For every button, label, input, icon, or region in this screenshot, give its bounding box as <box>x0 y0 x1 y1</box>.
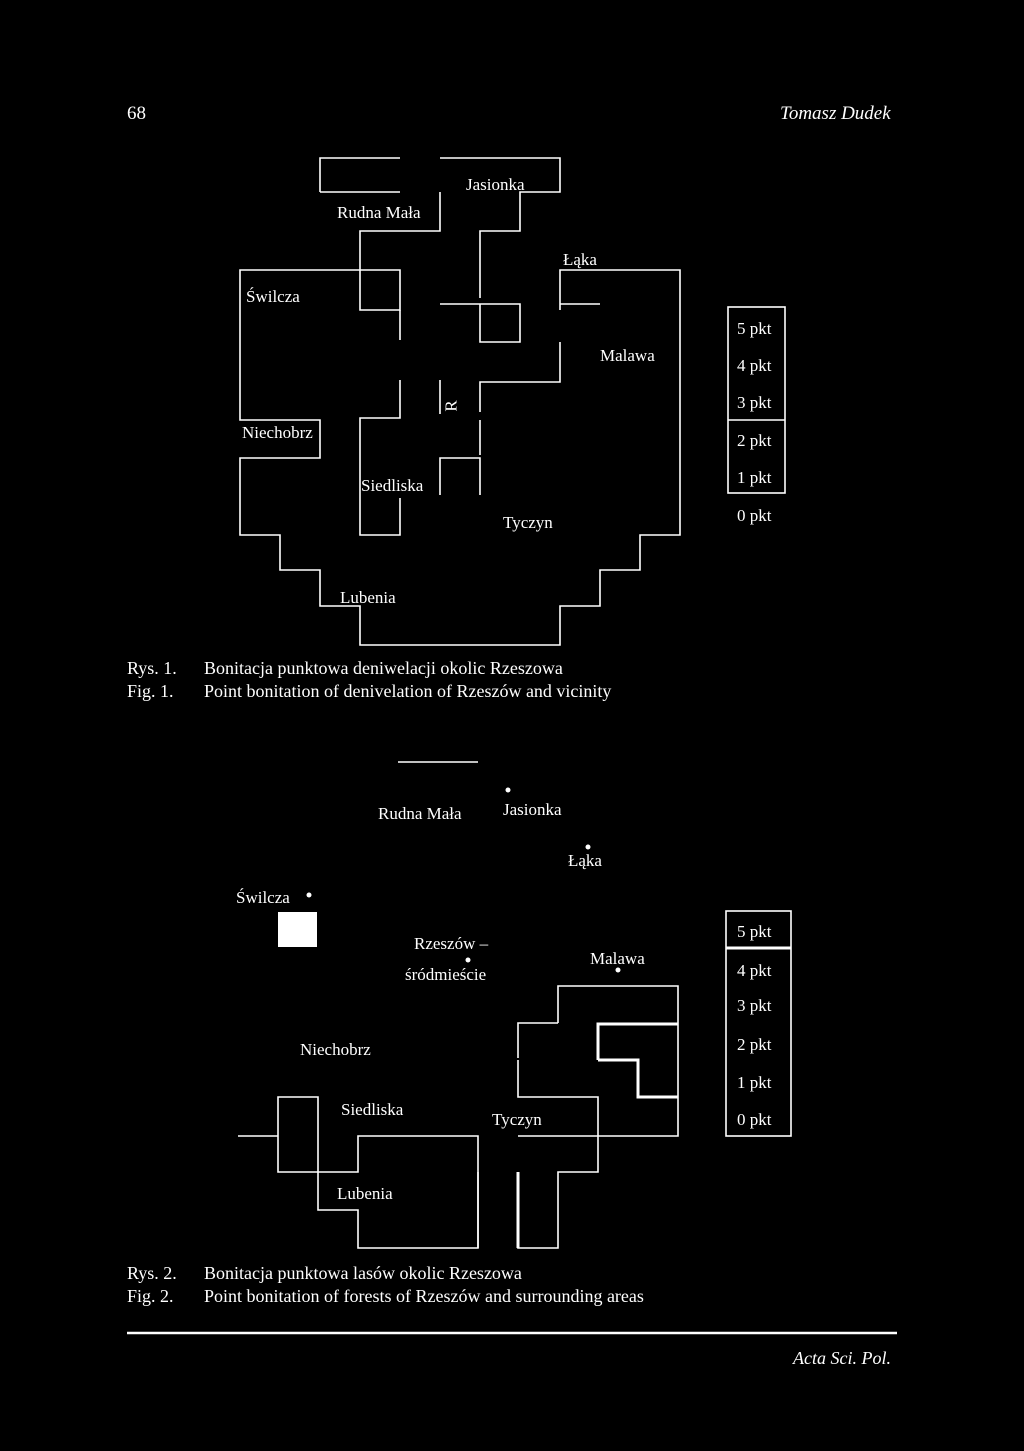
fig1-label-jasionka: Jasionka <box>466 175 525 194</box>
fig2-grid-line <box>557 985 679 1137</box>
running-author: Tomasz Dudek <box>780 103 891 124</box>
fig1-grid-line <box>440 303 521 343</box>
fig2-label-malawa: Malawa <box>590 949 645 968</box>
fig2-legend-item: 0 pkt <box>737 1110 772 1129</box>
fig2-label-jasionka: Jasionka <box>503 800 562 819</box>
fig1-legend-item: 3 pkt <box>737 393 772 412</box>
fig2-label-tyczyn: Tyczyn <box>492 1110 542 1129</box>
fig2-grid-line <box>517 1022 558 1058</box>
fig1-legend-item: 1 pkt <box>737 468 772 487</box>
fig2-legend-item: 1 pkt <box>737 1073 772 1092</box>
fig2-label-swilcza: Świlcza <box>236 888 290 907</box>
fig2-point-marker <box>465 957 471 963</box>
fig2-label-rudna-mala: Rudna Mała <box>378 804 462 823</box>
fig2-caption-en-label: Fig. 2. <box>127 1286 174 1306</box>
fig2-point-marker <box>585 844 591 850</box>
fig2-point-marker <box>505 787 511 793</box>
fig2-grid-line <box>238 1096 319 1173</box>
fig2-white-square <box>278 912 317 947</box>
fig1-grid-line <box>359 380 401 536</box>
fig1-grid-line <box>439 457 481 495</box>
fig2-caption-pl-label: Rys. 2. <box>127 1263 177 1283</box>
fig1-legend-item: 0 pkt <box>737 506 772 525</box>
fig2-legend-item: 3 pkt <box>737 996 772 1015</box>
fig1-legend-item: 5 pkt <box>737 319 772 338</box>
fig2-caption-en: Fig. 2. Point bonitation of forests of Rz… <box>127 1285 644 1307</box>
fig2-legend-item: 4 pkt <box>737 961 772 980</box>
fig1-legend-box <box>727 306 786 494</box>
page-number: 68 <box>127 103 146 124</box>
fig2-label-rzeszow-line1: Rzeszów – <box>414 934 489 953</box>
fig2-caption-pl: Rys. 2. Bonitacja punktowa lasów okolic R… <box>127 1262 522 1284</box>
fig1-caption-en: Fig. 1. Point bonitation of denivelation … <box>127 680 611 702</box>
fig1-label-rudna-mala: Rudna Mała <box>337 203 421 222</box>
fig1-caption-pl-label: Rys. 1. <box>127 658 177 678</box>
fig2-label-laka: Łąka <box>568 851 602 870</box>
fig1-label-laka: Łąka <box>563 250 597 269</box>
fig1-legend-item: 4 pkt <box>737 356 772 375</box>
fig1-label-tyczyn: Tyczyn <box>503 513 553 532</box>
fig2-grid-line-thick <box>598 1058 678 1099</box>
fig2-grid-line-thick <box>596 1022 678 1060</box>
fig1-label-niechobrz: Niechobrz <box>242 423 313 442</box>
footer-journal: Acta Sci. Pol. <box>793 1348 891 1368</box>
fig2-point-marker <box>615 967 621 973</box>
fig1-caption-pl: Rys. 1. Bonitacja punktowa deniwelacji ok… <box>127 657 563 679</box>
fig1-grid-line <box>479 342 561 412</box>
fig2-legend-item: 5 pkt <box>737 922 772 941</box>
fig1-caption-en-text: Point bonitation of denivelation of Rzes… <box>204 681 612 701</box>
fig1-caption-en-label: Fig. 1. <box>127 681 174 701</box>
fig2-label-siedliska: Siedliska <box>341 1100 404 1119</box>
fig2-point-marker <box>306 892 312 898</box>
fig1-label-malawa: Malawa <box>600 346 655 365</box>
fig1-label-siedliska: Siedliska <box>361 476 424 495</box>
fig1-label-swilcza: Świlcza <box>246 287 300 306</box>
fig2-legend-item: 2 pkt <box>737 1035 772 1054</box>
fig2-label-lubenia: Lubenia <box>337 1184 393 1203</box>
fig1-legend-item: 2 pkt <box>737 431 772 450</box>
fig2-label-niechobrz: Niechobrz <box>300 1040 371 1059</box>
fig2-legend-box <box>725 910 792 1137</box>
fig2-caption-pl-text: Bonitacja punktowa lasów okolic Rzeszowa <box>204 1263 522 1283</box>
fig2-caption-en-text: Point bonitation of forests of Rzeszów a… <box>204 1286 644 1306</box>
fig1-grid-line <box>440 157 561 298</box>
fig2-label-rzeszow-line2: śródmieście <box>405 965 487 984</box>
fig1-label-lubenia: Lubenia <box>340 588 396 607</box>
fig1-caption-pl-text: Bonitacja punktowa deniwelacji okolic Rz… <box>204 658 563 678</box>
fig2-grid-line <box>517 1060 599 1136</box>
fig1-grid-line <box>319 157 400 192</box>
fig1-grid-line <box>239 192 681 646</box>
